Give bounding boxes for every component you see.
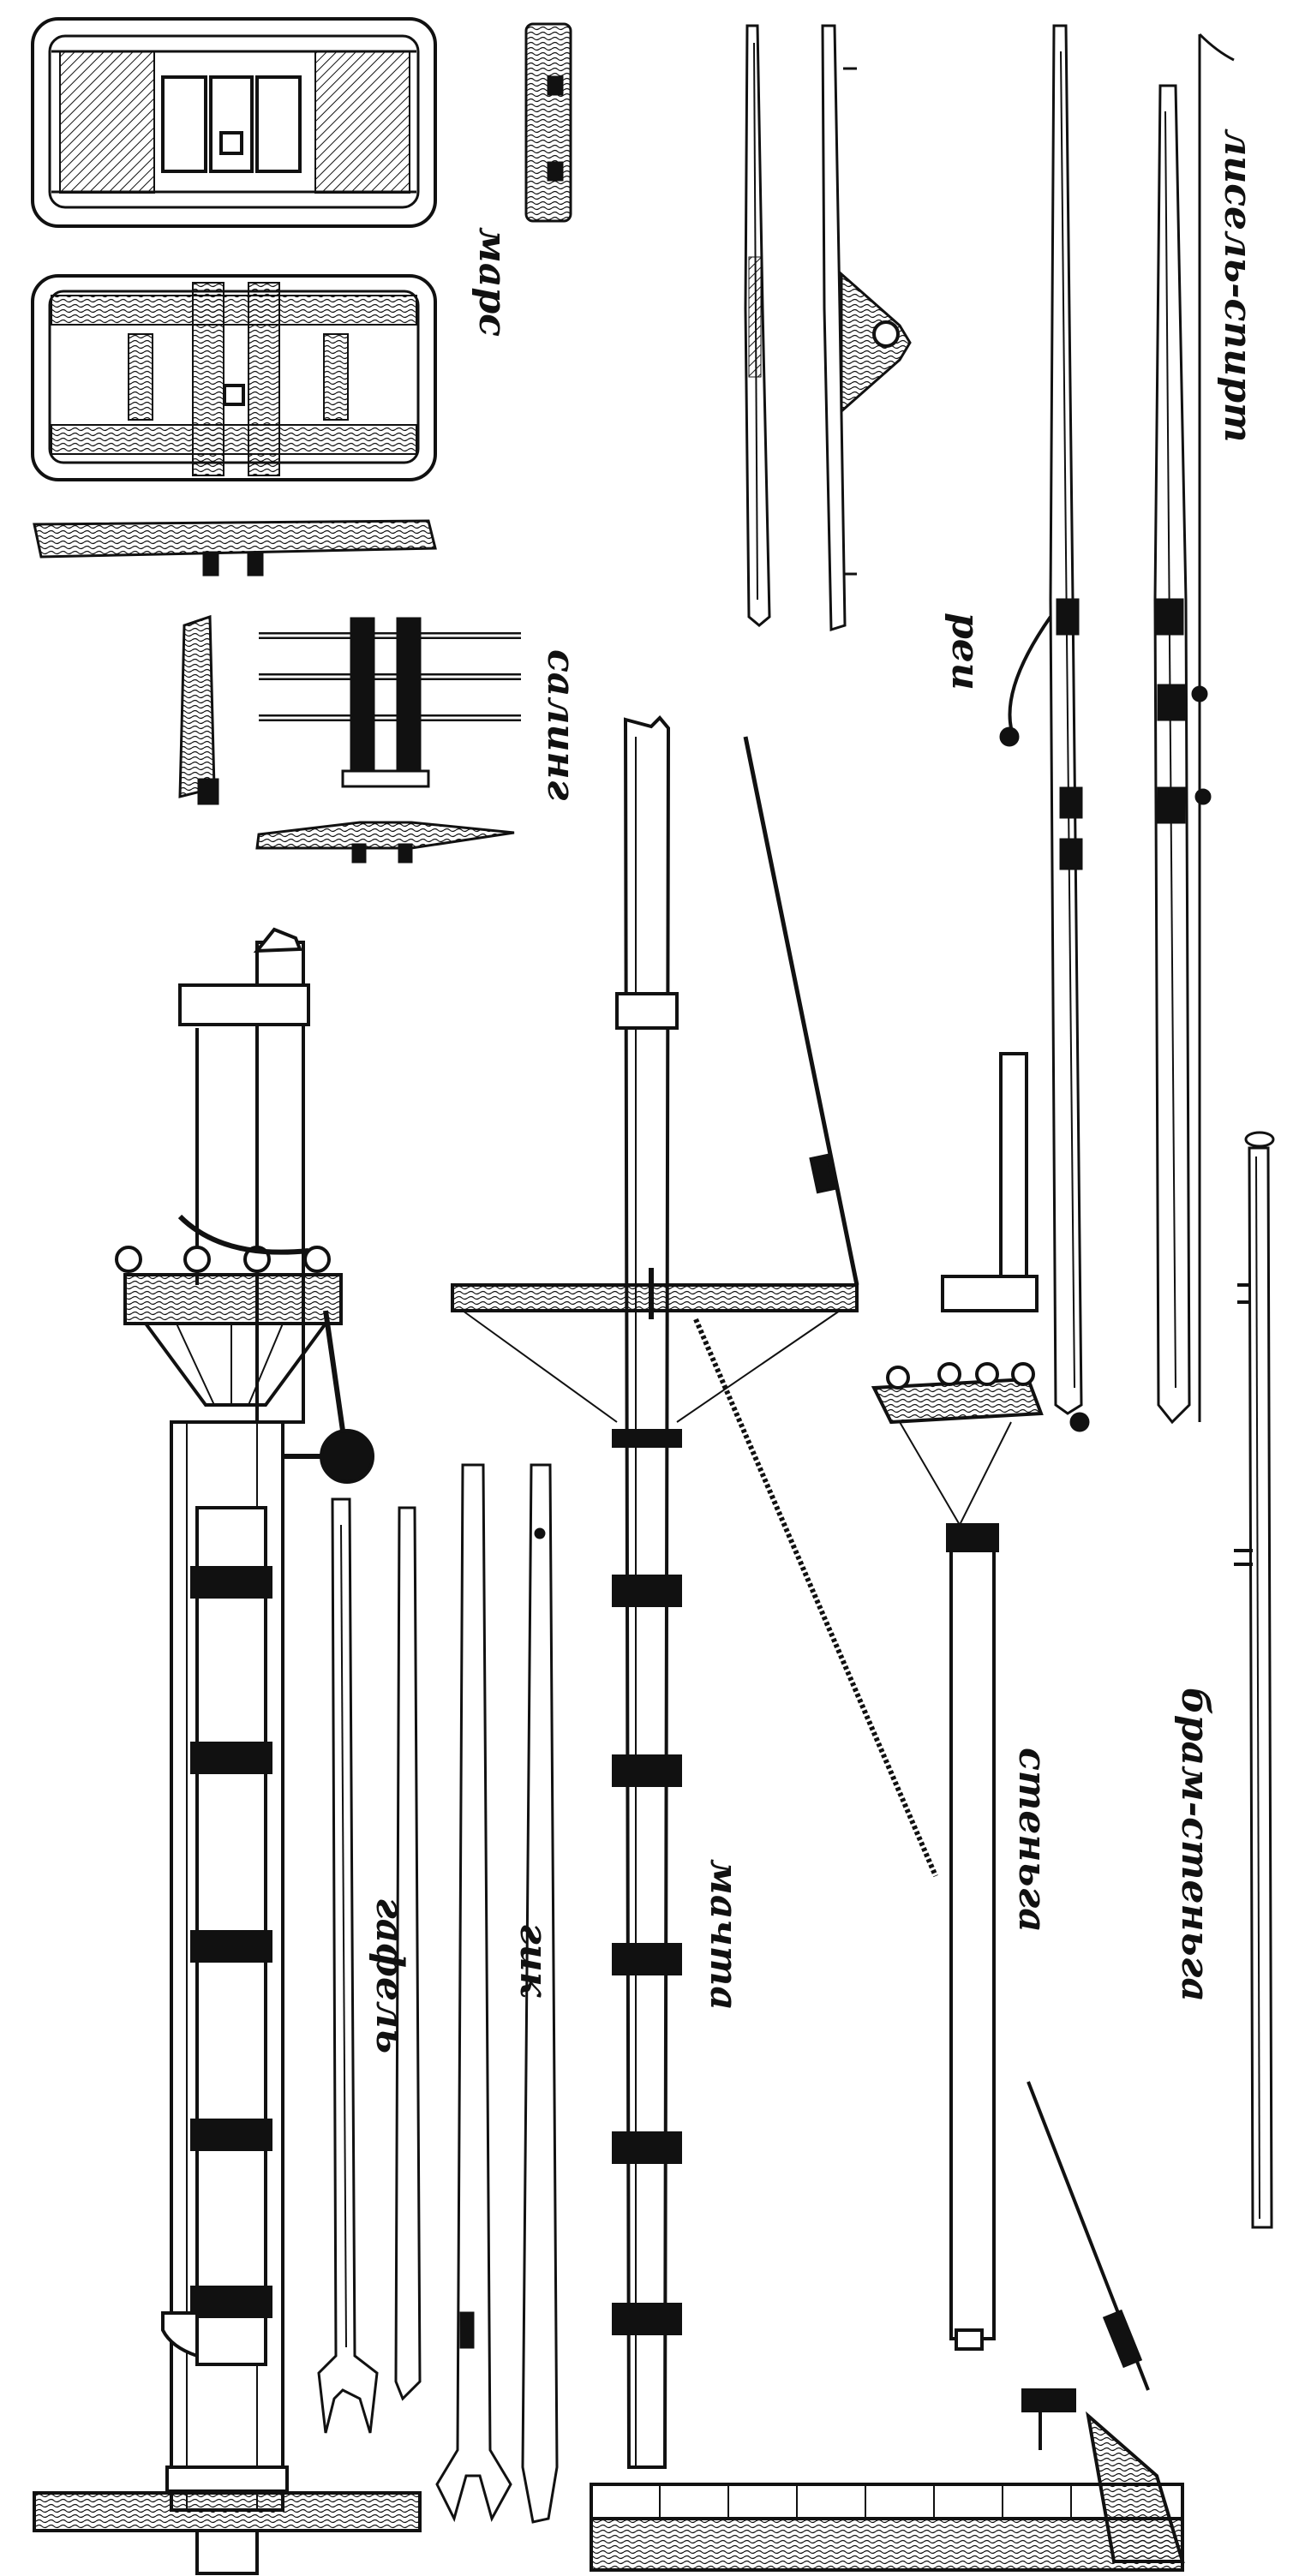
main-mast-lower	[161, 927, 310, 2512]
machta-label: мачта	[702, 1859, 745, 2011]
gik-label: гик	[512, 1923, 555, 1998]
bram-stenga-mast	[1234, 1131, 1275, 2229]
machta-mast	[612, 715, 682, 2469]
rei-label: реи	[943, 613, 987, 690]
gik-spars	[435, 1463, 559, 2524]
small-yards	[744, 24, 912, 632]
main-top-platform	[115, 1214, 374, 1484]
gafel-label: гафель	[368, 1898, 411, 2053]
salinq-label: салинг	[539, 649, 583, 801]
large-yard-1	[999, 24, 1090, 1432]
gafel-spars	[317, 1497, 422, 2434]
lisel-spirt-label: лисель-спирт	[1216, 129, 1260, 443]
mars-bottom-view	[31, 274, 437, 481]
machta-stay	[693, 736, 938, 1878]
lisel-spirt-yard	[1153, 33, 1235, 1425]
stenga-label: стеньга	[1010, 1748, 1054, 1933]
bram-stenga-label: брам-стеньга	[1173, 1688, 1217, 2002]
mars-top-view	[31, 17, 437, 228]
stenga-mast	[871, 1052, 1044, 2351]
mars-side-block	[524, 22, 572, 223]
main-mast-base-deck	[33, 2491, 422, 2575]
machta-top-platform	[451, 1268, 859, 1423]
machta-deck	[590, 2388, 1185, 2572]
salinq-assembly	[178, 614, 521, 864]
mars-edge-view	[33, 519, 437, 577]
machta-brace	[1027, 2081, 1150, 2391]
mars-label: марс	[470, 227, 514, 337]
